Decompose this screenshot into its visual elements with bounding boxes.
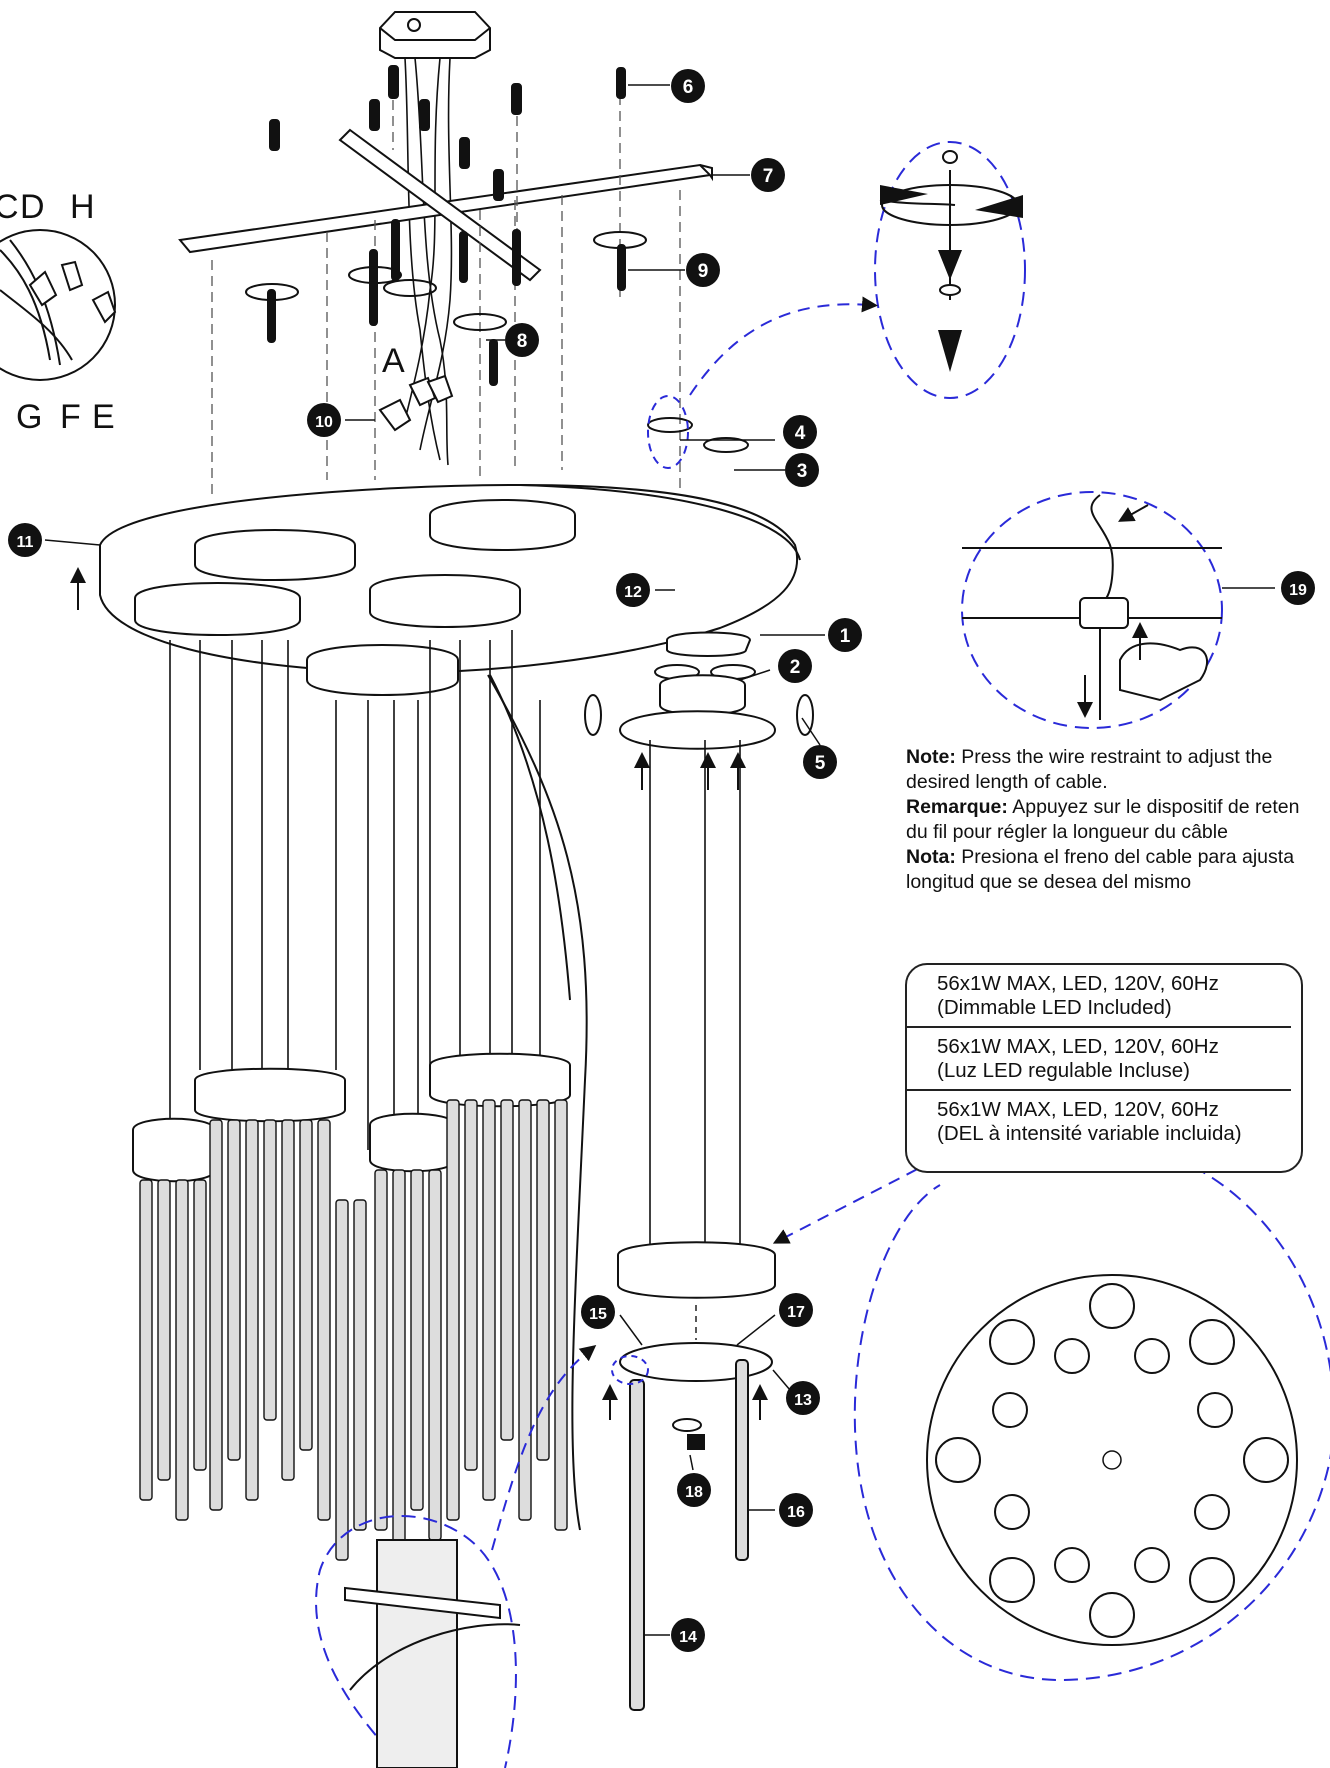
detail-nut-bubble <box>647 141 1026 469</box>
spec-es-line-1: 56x1W MAX, LED, 120V, 60Hz <box>937 1035 1219 1058</box>
svg-text:4: 4 <box>795 423 806 444</box>
svg-text:14: 14 <box>679 1629 697 1646</box>
guide-lines <box>211 95 681 495</box>
wire-label-d: D <box>20 188 45 226</box>
spec-fr-line-2: (DEL à intensité variable incluida) <box>937 1122 1242 1145</box>
svg-text:7: 7 <box>763 166 774 187</box>
canopy-box <box>379 11 491 59</box>
note-fr-text: Appuyez sur le dispositif de reten <box>1012 796 1300 818</box>
svg-text:3: 3 <box>797 461 808 482</box>
callout-markers: 1 2 3 4 5 6 7 8 9 10 11 12 13 14 15 16 1… <box>8 69 1315 1652</box>
svg-text:9: 9 <box>698 261 709 282</box>
callout-17: 17 <box>779 1293 813 1327</box>
wire-label-h: H <box>70 188 95 226</box>
spec-row-en: 56x1W MAX, LED, 120V, 60Hz (Dimmable LED… <box>907 965 1291 1028</box>
svg-text:5: 5 <box>815 753 826 774</box>
callout-1: 1 <box>828 618 862 652</box>
wire-label-a: A <box>382 342 405 380</box>
cable-adjust-note: Note: Press the wire restraint to adjust… <box>906 745 1330 895</box>
spec-fr-line-1: 56x1W MAX, LED, 120V, 60Hz <box>937 1098 1219 1121</box>
spec-row-es: 56x1W MAX, LED, 120V, 60Hz (Luz LED regu… <box>907 1028 1291 1091</box>
note-en-text-2: desired length of cable. <box>906 771 1108 793</box>
callout-13: 13 <box>786 1381 820 1415</box>
svg-text:15: 15 <box>589 1306 607 1323</box>
top-drums <box>134 499 576 696</box>
callout-10: 10 <box>307 403 341 437</box>
main-pendant-drums <box>132 1052 571 1183</box>
wire-label-c: C <box>0 188 19 226</box>
callout-15: 15 <box>581 1295 615 1329</box>
callout-18: 18 <box>677 1473 711 1507</box>
wire-letter-labels: C D H G F E A <box>0 188 405 436</box>
leader-lines <box>44 84 1275 1636</box>
callout-3: 3 <box>785 453 819 487</box>
svg-text:16: 16 <box>787 1504 805 1521</box>
crystal-rods <box>139 1099 568 1561</box>
svg-text:1: 1 <box>840 626 851 647</box>
mounting-screws <box>267 65 626 386</box>
spec-en-line-2: (Dimmable LED Included) <box>937 996 1172 1019</box>
electrical-spec-box: 56x1W MAX, LED, 120V, 60Hz (Dimmable LED… <box>905 963 1303 1173</box>
note-en-text: Press the wire restraint to adjust the <box>961 746 1273 768</box>
detail-rod-bubble <box>315 1344 649 1768</box>
callout-12: 12 <box>616 573 650 607</box>
svg-text:6: 6 <box>683 77 694 98</box>
detail-ring-bubble <box>772 1129 1330 1682</box>
note-es-text-2: longitud que se desea del mismo <box>906 871 1192 893</box>
wire-nuts <box>378 374 454 432</box>
callout-4: 4 <box>783 415 817 449</box>
svg-text:13: 13 <box>794 1392 812 1409</box>
svg-text:19: 19 <box>1289 582 1307 599</box>
spec-row-fr: 56x1W MAX, LED, 120V, 60Hz (DEL à intens… <box>907 1091 1291 1152</box>
svg-text:10: 10 <box>315 414 333 431</box>
wire-label-g: G <box>16 398 42 436</box>
detail-restraint-bubble <box>961 491 1223 729</box>
callout-2: 2 <box>778 649 812 683</box>
svg-text:17: 17 <box>787 1304 805 1321</box>
svg-text:12: 12 <box>624 584 642 601</box>
callout-9: 9 <box>686 253 720 287</box>
crossbar-bracket <box>178 128 713 282</box>
callout-5: 5 <box>803 745 837 779</box>
wire-label-f: F <box>60 398 81 436</box>
note-fr-label: Remarque: <box>906 796 1008 818</box>
callout-19: 19 <box>1281 571 1315 605</box>
note-fr-text-2: du fil pour régler la longueur du câble <box>906 821 1228 843</box>
callout-14: 14 <box>671 1618 705 1652</box>
assembly-arrows <box>70 567 768 1420</box>
svg-text:8: 8 <box>517 331 528 352</box>
right-subassembly <box>617 631 777 1711</box>
note-es-text: Presiona el freno del cable para ajusta <box>961 846 1295 868</box>
callout-8: 8 <box>505 323 539 357</box>
svg-text:18: 18 <box>685 1484 703 1501</box>
note-es-label: Nota: <box>906 846 956 868</box>
spec-en-line-1: 56x1W MAX, LED, 120V, 60Hz <box>937 972 1219 995</box>
callout-11: 11 <box>8 523 42 557</box>
callout-6: 6 <box>671 69 705 103</box>
pendant-cables <box>169 630 541 1150</box>
curtain-curve <box>487 674 588 1531</box>
wire-label-e: E <box>92 398 115 436</box>
callout-7: 7 <box>751 158 785 192</box>
spec-es-line-2: (Luz LED regulable Incluse) <box>937 1059 1190 1082</box>
detail-wiring-bubble <box>0 229 117 381</box>
note-en-label: Note: <box>906 746 956 768</box>
callout-16: 16 <box>779 1493 813 1527</box>
svg-text:11: 11 <box>17 534 34 551</box>
svg-text:2: 2 <box>790 657 801 678</box>
